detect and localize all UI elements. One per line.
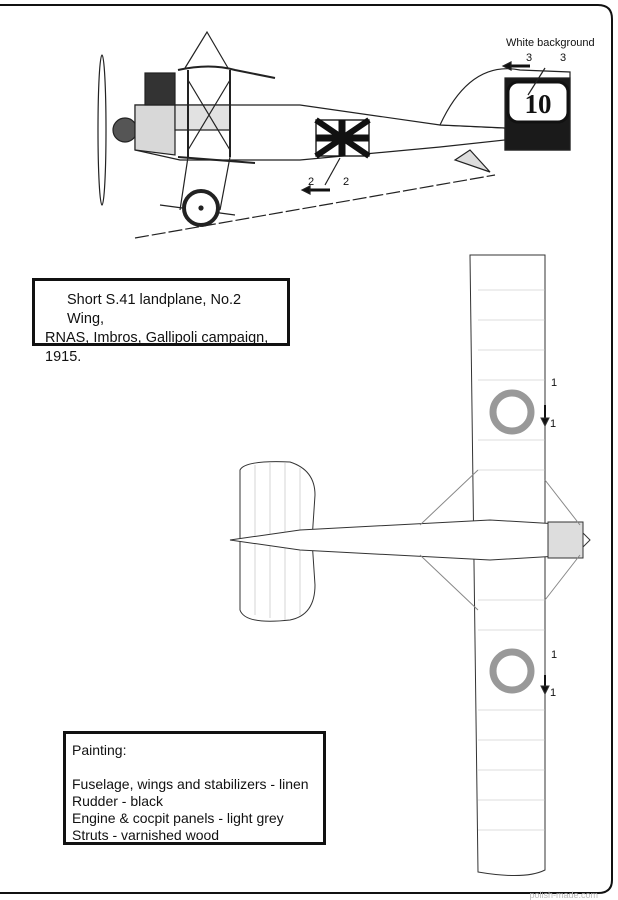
white-background-note: White background (506, 37, 595, 49)
bracing (187, 79, 231, 151)
top-view-aircraft (229, 254, 591, 877)
marking-ref-1-upper-b: 1 (550, 418, 557, 430)
upper-wing-plan (469, 254, 546, 877)
kingpost (184, 30, 229, 69)
painting-item: Engine & cocpit panels - light grey (72, 810, 284, 826)
marking-ref-1-lower-a: 1 (551, 649, 558, 661)
fuel-tank (144, 72, 176, 106)
aircraft-caption-box: Short S.41 landplane, No.2 Wing, RNAS, I… (32, 278, 290, 365)
roundel-upper (489, 389, 535, 435)
rudder-number-background (506, 80, 570, 124)
marking-ref-2-left: 2 (308, 176, 315, 188)
marking-ref-3-right: 3 (560, 52, 567, 64)
cowling-panel (134, 104, 176, 156)
painting-box: Painting: Fuselage, wings and stabilizer… (63, 731, 326, 845)
marking-ref-3-left: 3 (526, 52, 533, 64)
side-view-aircraft (97, 30, 571, 239)
painting-item: Rudder - black (72, 793, 164, 809)
page-border (0, 4, 613, 894)
painting-item: Fuselage, wings and stabilizers - linen (72, 776, 309, 792)
watermark: polish-made.com (529, 890, 598, 900)
marking-ref-1-lower-b: 1 (550, 687, 557, 699)
upper-wing (177, 65, 276, 79)
rudder-number: 10 (525, 89, 552, 119)
fuselage-plan (229, 519, 591, 561)
lower-wing (177, 156, 256, 164)
roundel-lower (489, 648, 535, 694)
propeller (97, 54, 107, 206)
caption-line: Short S.41 landplane, No.2 Wing, (67, 292, 242, 327)
tail-skid (453, 149, 491, 173)
marking-ref-2-right: 2 (343, 176, 350, 188)
engine-plan (547, 521, 584, 559)
marking-ref-1-upper-a: 1 (551, 377, 558, 389)
painting-title: Painting: (72, 742, 127, 758)
caption-line: RNAS, Imbros, Gallipoli campaign, (45, 330, 269, 346)
caption-line: 1915. (45, 349, 82, 365)
union-jack-flag (314, 117, 371, 159)
ground-line (134, 174, 496, 239)
painting-item: Struts - varnished wood (72, 827, 220, 843)
bracing-wires (419, 469, 581, 611)
engine (112, 117, 138, 143)
